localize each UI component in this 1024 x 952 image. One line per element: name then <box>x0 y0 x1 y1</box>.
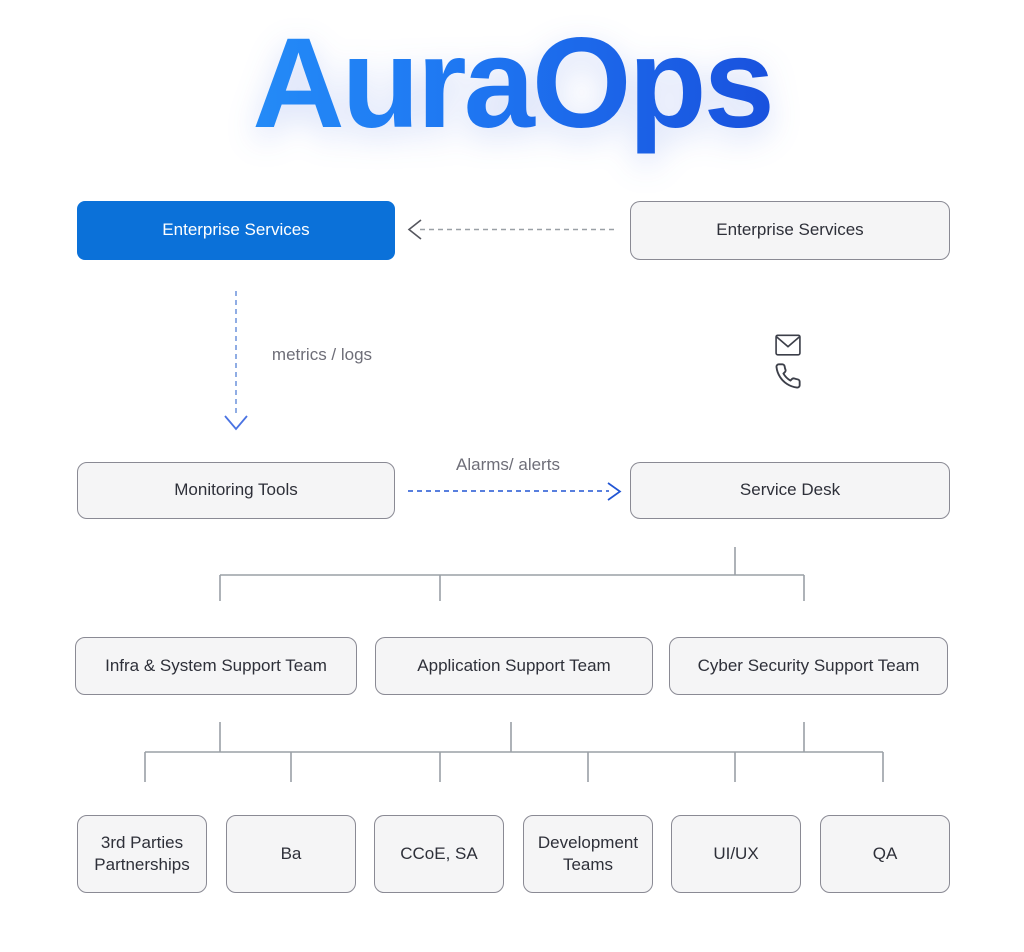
edge-label-alarms-alerts: Alarms/ alerts <box>456 455 560 474</box>
node-infra-system-support-team: Infra & System Support Team <box>75 637 357 695</box>
node-application-support-team: Application Support Team <box>375 637 653 695</box>
arrow-alarms-right <box>408 482 622 501</box>
arrow-enterprise-right-to-left <box>407 219 618 240</box>
node-3rd-parties-partnerships: 3rd Parties Partnerships <box>77 815 207 893</box>
node-development-teams: Development Teams <box>523 815 653 893</box>
edge-label-metrics-logs: metrics / logs <box>271 345 373 364</box>
node-ccoe-sa: CCoE, SA <box>374 815 504 893</box>
envelope-icon <box>775 334 801 356</box>
node-cyber-security-support-team: Cyber Security Support Team <box>669 637 948 695</box>
node-qa: QA <box>820 815 950 893</box>
node-enterprise-services-left: Enterprise Services <box>77 201 395 260</box>
phone-icon <box>775 363 801 389</box>
node-monitoring-tools: Monitoring Tools <box>77 462 395 519</box>
node-enterprise-services-right: Enterprise Services <box>630 201 950 260</box>
tree-service-desk-to-teams <box>219 547 805 601</box>
node-service-desk: Service Desk <box>630 462 950 519</box>
tree-teams-to-subteams <box>144 722 884 782</box>
node-ba: Ba <box>226 815 356 893</box>
node-ui-ux: UI/UX <box>671 815 801 893</box>
page-title: AuraOps <box>0 13 1024 155</box>
